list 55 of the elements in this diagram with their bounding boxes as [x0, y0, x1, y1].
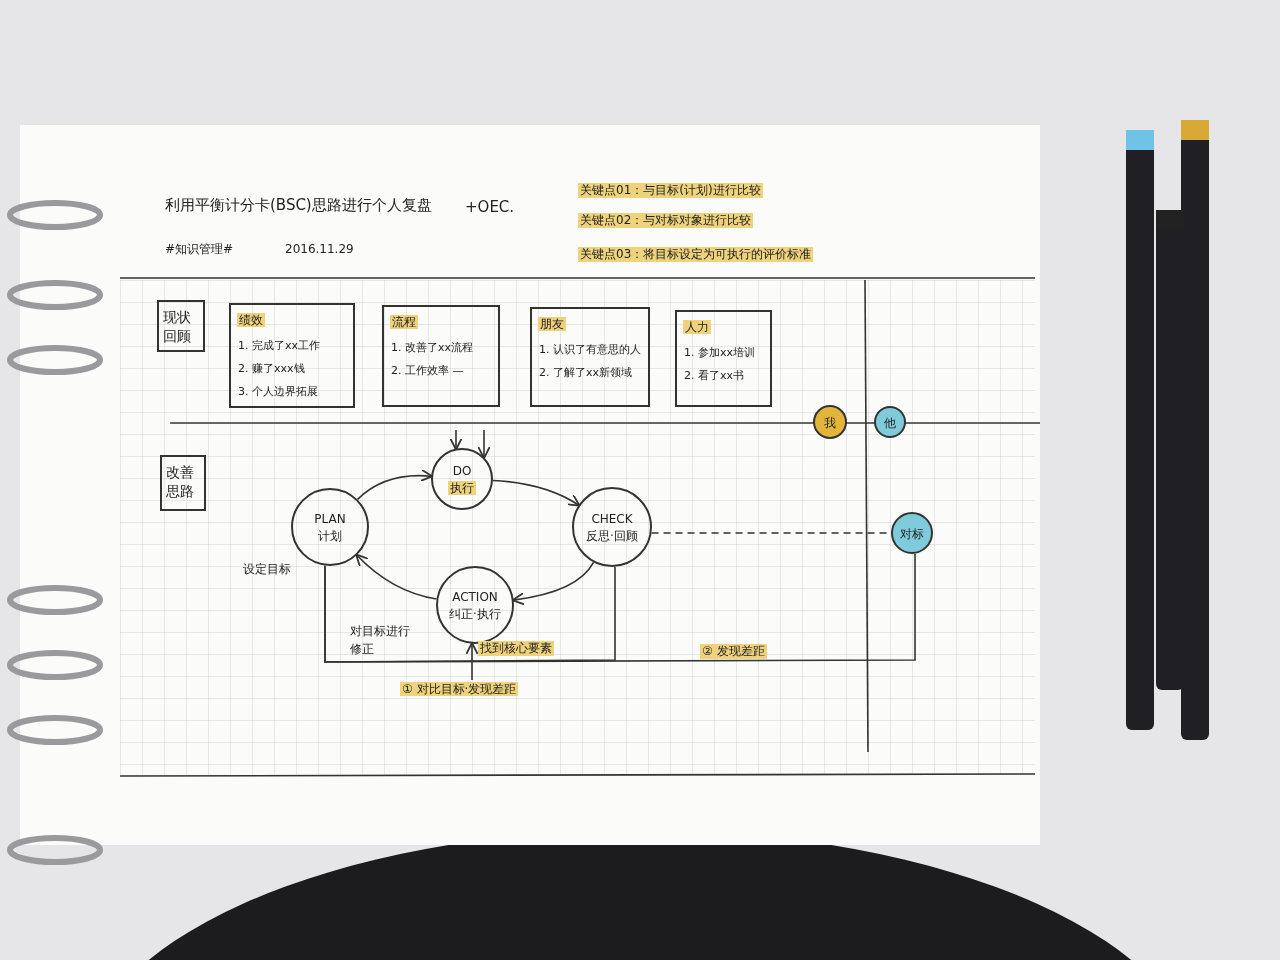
phase-name: PLAN [314, 512, 346, 526]
section-label-box [157, 300, 205, 352]
list-item: 2. 看了xx书 [684, 369, 744, 382]
pdca-circle [431, 448, 493, 510]
phase-name: ACTION [452, 590, 498, 604]
arrow [492, 479, 581, 507]
list-item: 1. 完成了xx工作 [238, 339, 320, 352]
key-point: 关键点02：与对标对象进行比较 [578, 213, 754, 228]
section-label: 现状回顾 [163, 308, 192, 346]
arrow [511, 561, 595, 606]
arrow [465, 641, 479, 681]
title: 利用平衡计分卡(BSC)思路进行个人复盘 [165, 198, 432, 213]
pdca-circle [291, 488, 369, 566]
phase-name: CHECK [591, 512, 633, 526]
list-item: 1. 参加xx培训 [684, 346, 755, 359]
list-item: 2. 工作效率 — [391, 364, 464, 377]
annotation: ② 发现差距 [700, 644, 767, 659]
section-label-box [160, 455, 206, 511]
note-box [530, 307, 650, 407]
circle-label: 我 [824, 415, 836, 430]
box-heading: 朋友 [538, 317, 566, 331]
connector-line [324, 553, 916, 663]
note-text: +OEC. [465, 200, 515, 215]
list-item: 3. 个人边界拓展 [238, 385, 318, 398]
edge-label: 找到核心要素 [478, 641, 554, 656]
arrow [356, 469, 434, 501]
section-label: 改善思路 [166, 463, 195, 501]
list-item: 1. 认识了有意思的人 [539, 343, 641, 356]
arrow [449, 429, 463, 451]
phase-label: 纠正·执行 [449, 607, 501, 621]
annotation: 对目标进行修正 [350, 623, 411, 658]
step-text: ① 对比目标·发现差距 [400, 682, 519, 696]
phase-name: DO [452, 464, 472, 478]
note-box [382, 305, 500, 407]
date-text: 2016.11.29 [285, 242, 354, 257]
pdca-circle [572, 487, 652, 567]
list-item: 2. 赚了xxx钱 [238, 362, 305, 375]
box-heading: 人力 [683, 320, 711, 334]
list-item: 1. 改善了xx流程 [391, 341, 473, 354]
box-heading: 绩效 [237, 313, 265, 327]
circle-label: 他 [884, 415, 896, 430]
phase-label: 计划 [318, 529, 342, 543]
circle-label: 对标 [900, 526, 924, 541]
annotation: 设定目标 [243, 562, 291, 577]
list-item: 2. 了解了xx新领域 [539, 366, 632, 379]
key-point: 关键点01：与目标(计划)进行比较 [578, 183, 763, 198]
note-box [229, 303, 355, 408]
note-box [675, 310, 772, 407]
phase-label: 反思·回顾 [586, 529, 638, 543]
tag-text: #知识管理# [165, 242, 234, 257]
arrow [477, 429, 491, 460]
arrow [355, 553, 438, 600]
phase-label: 执行 [448, 481, 476, 495]
key-point: 关键点03：将目标设定为可执行的评价标准 [578, 247, 814, 262]
box-heading: 流程 [390, 315, 418, 329]
